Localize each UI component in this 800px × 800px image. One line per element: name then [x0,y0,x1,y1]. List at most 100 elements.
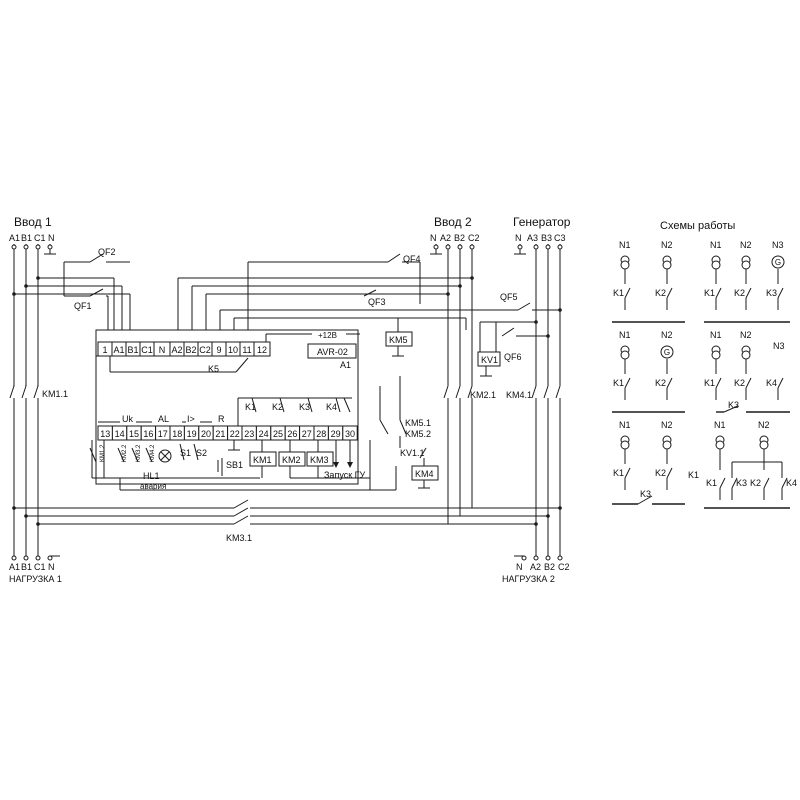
transformer-icon [759,440,769,450]
transformer-icon [741,350,751,360]
generator-phase-a: A3 [527,233,538,243]
sb1-label: SB1 [226,460,243,470]
km41-contactor [531,385,566,399]
km3-coil-label: KM3 [310,455,329,465]
source-label: N1 [714,420,726,430]
kv11-label: KV1.1 [400,448,425,458]
k3-relay-label: K3 [299,402,310,412]
bottom-terminal-label: 16 [143,429,153,439]
switch-label: K2 [655,288,666,298]
source-label: N2 [740,240,752,250]
top-terminal-label: B1 [127,345,138,355]
km2-coil [278,451,306,467]
al-group-label: AL [158,414,169,424]
source-label: N1 [710,330,722,340]
scheme-switch [715,287,722,299]
switch-label: K1 [688,470,699,480]
load1-phase-b: B1 [21,562,32,572]
switch-label: K3 [766,288,777,298]
bottom-terminal-label: 28 [316,429,326,439]
transformer-icon [662,440,672,450]
top-terminal-label: 1 [102,345,107,355]
scheme-switch [666,377,673,389]
bottom-terminal-label: 25 [273,429,283,439]
load1-lines [11,499,462,561]
transformer-icon [711,350,721,360]
source-label: N1 [619,420,631,430]
transformer-icon [741,260,751,270]
switch-label: K4 [766,378,777,388]
generator-lines [219,244,563,558]
start-gu-label: Запуск ГУ [324,470,366,480]
bottom-terminal-label: 22 [230,429,240,439]
input2-title: Ввод 2 [434,215,472,229]
load1-phase-n: N [48,562,55,572]
source-label: N2 [758,420,770,430]
uk-group-label: Uk [122,414,133,424]
kv1-coil [477,351,501,367]
transformer-icon [662,260,672,270]
qf4-label: QF4 [403,254,421,264]
load1-phase-c: C1 [34,562,46,572]
source-label: N3 [773,341,785,351]
top-terminal-label: A1 [113,345,124,355]
switch-label: K2 [734,288,745,298]
switch-label: K1 [613,288,624,298]
qf1-label: QF1 [74,301,92,311]
load2-title: НАГРУЗКА 2 [502,574,555,584]
top-terminal-label: A2 [171,345,182,355]
top-terminal-label: 11 [242,345,251,355]
bottom-terminal-label: 21 [215,429,225,439]
bottom-terminal-label: 30 [345,429,355,439]
top-terminal [253,341,271,357]
load2-phase-a: A2 [530,562,541,572]
transformer-icon [620,440,630,450]
switch-label: K3 [736,478,747,488]
km11-contactor [8,384,42,399]
generator-icon-label: G [775,258,781,267]
bottom-terminal-label: 27 [302,429,312,439]
k4-relay-label: K4 [326,402,337,412]
scheme-switch [666,287,673,299]
input1-phase-a: A1 [9,233,20,243]
schemes-title: Схемы работы [660,220,735,232]
kv1-coil-label: KV1 [481,355,498,365]
generator-icon [660,345,674,359]
input1-phase-b: B1 [21,233,32,243]
km1-coil-label: KM1 [253,455,272,465]
bottom-terminal-label: 26 [287,429,297,439]
top-terminal-label: C2 [199,345,211,355]
aux-km32: KM3.2 [136,444,142,462]
supply-label: +12В [318,331,337,340]
switch-label: K3 [640,489,651,499]
km51-label: KM5.1 [405,418,431,428]
scheme-switch [777,377,784,389]
scheme-switch [781,477,788,489]
source-label: N2 [661,420,673,430]
k2-relay-label: K2 [272,402,283,412]
bottom-terminal-label: 24 [259,429,269,439]
switch-label: K1 [706,478,717,488]
switch-label: K1 [613,468,624,478]
km4-coil [411,465,439,481]
qf5-label: QF5 [500,292,518,302]
km41-label: KM4.1 [506,390,532,400]
km21-contactor [443,385,478,399]
km31-label: KM3.1 [226,533,252,543]
load1-title: НАГРУЗКА 1 [9,574,62,584]
generator-phase-b: B3 [541,233,552,243]
source-label: N1 [619,240,631,250]
switch-label: K1 [704,378,715,388]
relay-contacts [237,397,352,426]
bottom-terminal-label: 20 [201,429,211,439]
switch-label: K4 [786,478,797,488]
km5-coil [385,331,413,347]
km2-coil-label: KM2 [282,455,301,465]
top-terminal-label: 12 [257,345,267,355]
avr-name: AVR-02 [317,347,348,357]
generator-phase-c: C3 [554,233,566,243]
km21-label: KM2.1 [470,390,496,400]
generator-icon [771,255,785,269]
